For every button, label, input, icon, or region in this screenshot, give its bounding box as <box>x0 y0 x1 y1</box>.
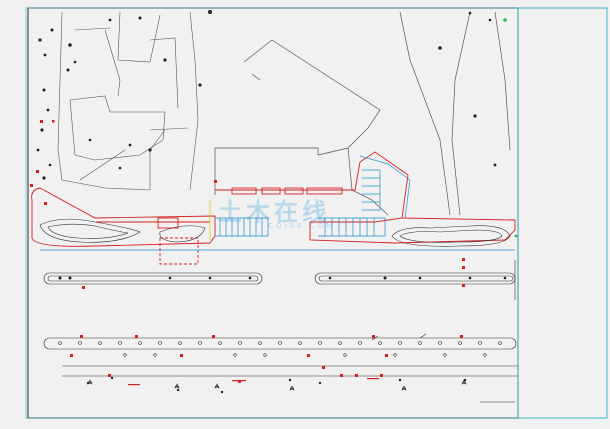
drawing-frame <box>25 7 608 419</box>
building-blocks <box>57 11 199 191</box>
green-marker <box>503 18 518 238</box>
road-medians <box>43 260 518 403</box>
site-symbols <box>36 10 507 394</box>
parking-lanes <box>40 155 515 251</box>
road-frontage <box>31 151 516 265</box>
star-symbols <box>87 333 467 391</box>
landscape-islands <box>39 218 511 247</box>
median-markers <box>58 341 502 357</box>
red-markers <box>30 120 465 386</box>
central-building <box>214 11 511 216</box>
